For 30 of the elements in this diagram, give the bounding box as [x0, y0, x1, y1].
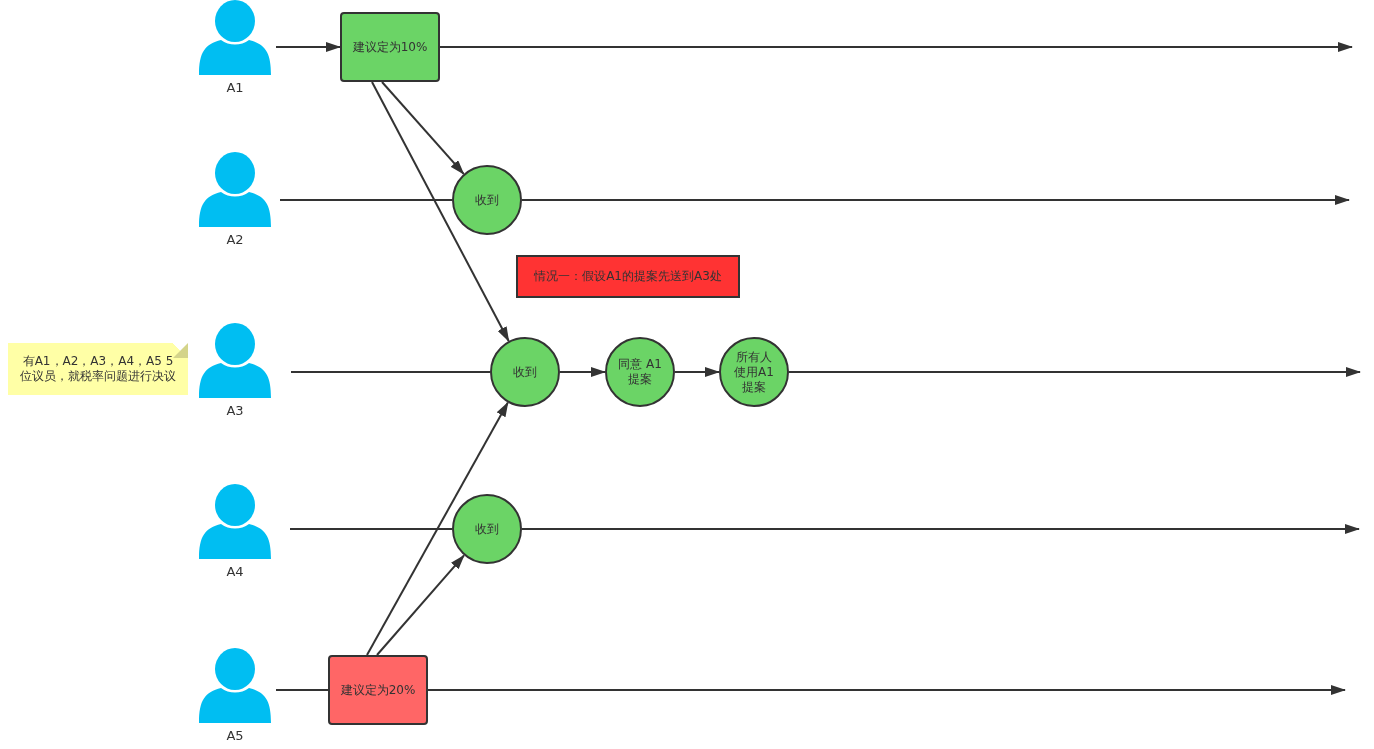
arrow: [559, 367, 606, 377]
connector-line: [290, 371, 491, 373]
note: 有A1，A2，A3，A4，A5 5位议员，就税率问题进行决议: [8, 343, 188, 395]
connector-line: [275, 689, 329, 691]
arrow: [376, 554, 465, 656]
person-label: A1: [225, 80, 245, 95]
arrow: [275, 42, 341, 52]
person-label: A5: [225, 728, 245, 743]
connector-line: [289, 528, 453, 530]
event-circle: 同意 A1提案: [605, 337, 675, 407]
event-circle: 所有人使用A1提案: [719, 337, 789, 407]
arrow: [371, 81, 510, 342]
process-box: 情况一：假设A1的提案先送到A3处: [516, 255, 740, 298]
arrow: [427, 685, 1346, 695]
arrow: [439, 42, 1353, 52]
arrow: [521, 524, 1360, 534]
arrow: [674, 367, 720, 377]
event-circle: 收到: [490, 337, 560, 407]
arrow: [381, 81, 465, 175]
arrow: [366, 401, 509, 656]
connector-line: [279, 199, 453, 201]
process-box: 建议定为10%: [340, 12, 440, 82]
arrow: [521, 195, 1350, 205]
process-box: 建议定为20%: [328, 655, 428, 725]
event-circle: 收到: [452, 165, 522, 235]
person-label: A4: [225, 564, 245, 579]
event-circle: 收到: [452, 494, 522, 564]
arrow: [788, 367, 1361, 377]
person-label: A2: [225, 232, 245, 247]
person-label: A3: [225, 403, 245, 418]
